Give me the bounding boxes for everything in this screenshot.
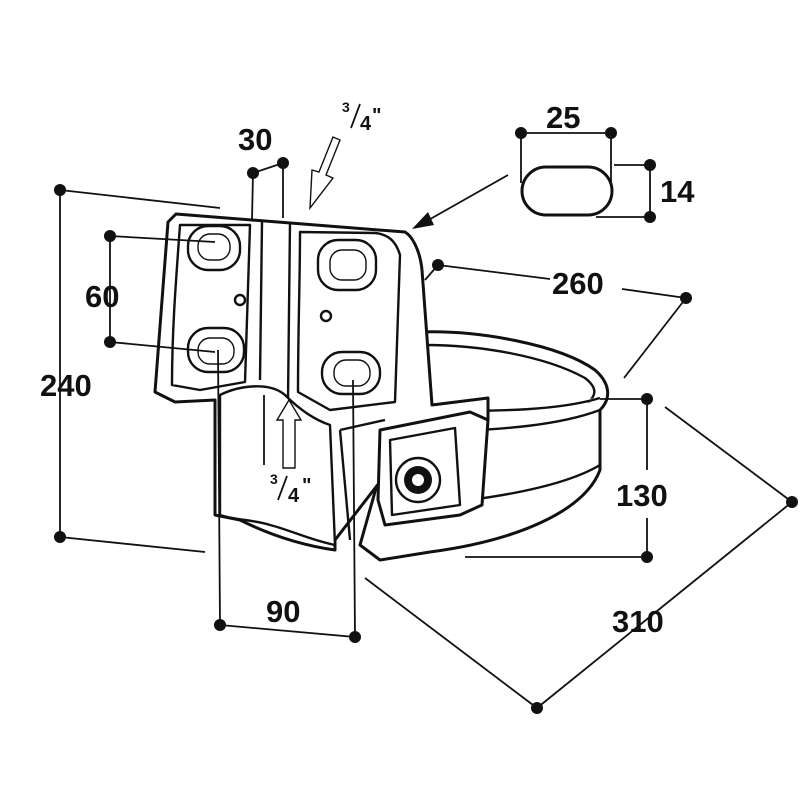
dim-260-ext-right — [623, 297, 687, 379]
dim-14-dot-bottom — [644, 211, 656, 223]
label-310: 310 — [612, 604, 664, 639]
label-bottom-inlet-size: 3 4 " — [270, 471, 311, 507]
slot-pointer-line — [424, 174, 509, 223]
label-130: 130 — [616, 478, 668, 513]
dim-130-dot-bottom — [641, 551, 653, 563]
dim-90-line — [219, 624, 356, 638]
dim-30-ext-left — [251, 172, 254, 221]
dim-310-line — [536, 501, 793, 709]
mount-slot-right-bottom-inner — [333, 359, 371, 387]
label-25: 25 — [546, 100, 580, 135]
label-30: 30 — [238, 122, 272, 157]
bowl-rim-inner — [424, 343, 596, 403]
dim-240-ext-top — [59, 189, 221, 209]
label-260: 260 — [552, 266, 604, 301]
dim-240-dot-bottom — [54, 531, 66, 543]
dim-260-line-b — [621, 288, 687, 299]
small-hole-right — [319, 309, 333, 323]
label-90: 90 — [266, 594, 300, 629]
dimension-lines — [54, 127, 798, 714]
drinking-bowl — [153, 212, 610, 562]
dim-310-ext-left — [364, 577, 538, 709]
fraction-slash — [277, 475, 288, 501]
dim-240-ext-bottom — [59, 536, 206, 553]
label-240: 240 — [40, 368, 92, 403]
dim-25-dot-right — [605, 127, 617, 139]
svg-text:4: 4 — [360, 113, 372, 135]
dim-310-dot-bottom — [531, 702, 543, 714]
label-60: 60 — [85, 279, 119, 314]
dim-60-ext-bottom — [109, 341, 216, 353]
dim-260-dot-right — [680, 292, 692, 304]
dim-260-line-a — [437, 264, 551, 280]
dim-60-dot-bottom — [104, 336, 116, 348]
dimension-labels: 240 60 30 90 260 130 310 25 14 3 4 " 3 4… — [40, 99, 695, 639]
bottom-inlet-arrow-icon — [275, 398, 303, 469]
top-inlet-arrow-icon — [309, 136, 341, 211]
dim-260-dot-left — [432, 259, 444, 271]
mount-slot-right-top-inner — [329, 249, 367, 281]
mount-slot-right-top — [316, 238, 378, 292]
dim-90-ext-right — [352, 379, 356, 638]
dim-90-dot-left — [214, 619, 226, 631]
dim-310-ext-right — [664, 406, 793, 503]
dim-90-ext-left — [217, 349, 221, 626]
dim-30-dot-right — [277, 157, 289, 169]
label-14: 14 — [660, 174, 695, 209]
small-hole-left — [233, 293, 247, 307]
dim-14-dot-top — [644, 159, 656, 171]
slot-detail — [520, 165, 614, 217]
dim-310-dot-right — [786, 496, 798, 508]
dim-130-dot-top — [641, 393, 653, 405]
dim-240-dot-top — [54, 184, 66, 196]
svg-text:3: 3 — [270, 471, 278, 487]
dim-60-dot-top — [104, 230, 116, 242]
mount-slot-right-bottom — [320, 350, 382, 396]
svg-text:": " — [372, 105, 381, 127]
dim-90-dot-right — [349, 631, 361, 643]
svg-text:4: 4 — [288, 485, 300, 507]
bowl-bottom-edge — [469, 463, 601, 502]
dim-60-ext-top — [109, 235, 216, 243]
svg-text:": " — [302, 475, 311, 497]
back-plate-center-rib — [258, 221, 292, 401]
valve-nut-hole — [412, 474, 424, 486]
lower-housing — [218, 385, 337, 547]
svg-text:3: 3 — [342, 99, 350, 115]
fraction-slash — [350, 103, 361, 129]
slot-pointer-arrowhead — [412, 212, 434, 229]
dim-25-dot-left — [515, 127, 527, 139]
lower-housing-rib — [338, 418, 386, 541]
mount-slot-left-top — [186, 224, 242, 272]
mount-slot-left-top-inner — [197, 233, 231, 261]
label-top-inlet-size: 3 4 " — [342, 99, 381, 135]
dim-30-dot-left — [247, 167, 259, 179]
